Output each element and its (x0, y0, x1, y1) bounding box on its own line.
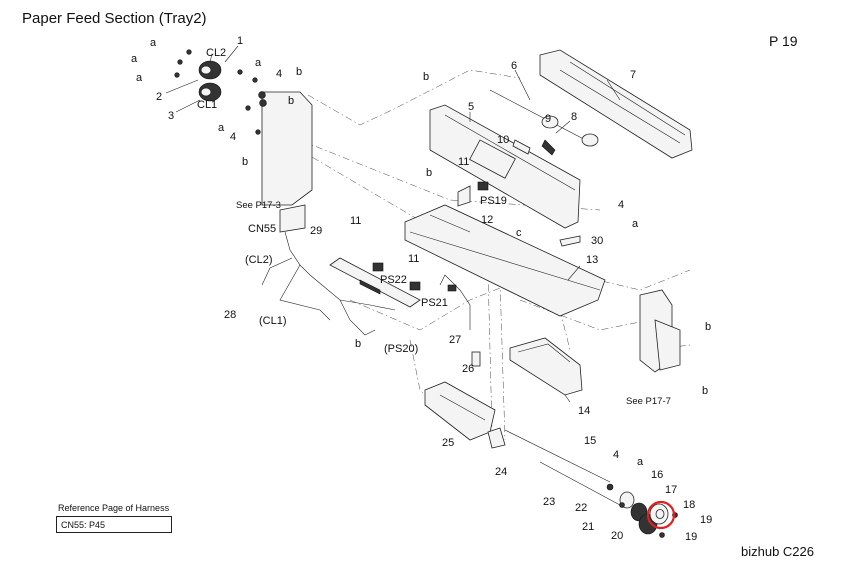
page-title: Paper Feed Section (Tray2) (22, 10, 207, 27)
callout-14: 14 (578, 405, 590, 417)
shaft-6 (489, 89, 599, 147)
callout-4: 4 (613, 449, 619, 461)
label-cl1: CL1 (197, 99, 217, 111)
callout-22: 22 (575, 502, 587, 514)
callout-19: 19 (700, 514, 712, 526)
callout-21: 21 (582, 521, 594, 533)
callout-25: 25 (442, 437, 454, 449)
guide-25 (424, 381, 496, 441)
callout-a: a (131, 53, 138, 65)
callout-2: 2 (156, 91, 162, 103)
callout-12: 12 (481, 214, 493, 226)
part-26 (471, 351, 481, 367)
label-see-p17-3: See P17-3 (236, 200, 281, 211)
callout-11: 11 (408, 253, 419, 265)
leader-lines (165, 45, 621, 403)
callout-b: b (296, 66, 302, 78)
sensor-board-29 (329, 257, 421, 308)
screws-left (174, 49, 267, 135)
callout-a: a (632, 218, 639, 230)
callout-29: 29 (310, 225, 322, 237)
callout-b: b (355, 338, 361, 350)
callout-11: 11 (458, 156, 469, 168)
actuator-parts (457, 139, 556, 207)
callout-b: b (242, 156, 248, 168)
callout-c: c (516, 227, 522, 239)
callout-a: a (136, 72, 143, 84)
callout-b: b (426, 167, 432, 179)
callout-28: 28 (224, 309, 236, 321)
label-ps20: (PS20) (384, 343, 418, 355)
callout-17: 17 (665, 484, 677, 496)
harness-reference-box: CN55: P45 (56, 516, 172, 533)
label-ps21: PS21 (421, 297, 448, 309)
clutch-cl1 (198, 82, 222, 102)
callout-5: 5 (468, 101, 474, 113)
label-see-p17-7: See P17-7 (626, 396, 671, 407)
highlight-circle (646, 500, 676, 530)
page-number: P 19 (769, 33, 798, 49)
callout-9: 9 (545, 113, 551, 125)
callout-19: 19 (685, 531, 697, 543)
callout-a: a (150, 37, 157, 49)
callout-18: 18 (683, 499, 695, 511)
callout-30: 30 (591, 235, 603, 247)
callout-b: b (705, 321, 711, 333)
callout-3: 3 (168, 110, 174, 122)
callout-1: 1 (237, 35, 243, 47)
right-frame-plate (639, 289, 681, 373)
roller-assembly (606, 483, 678, 538)
harness-reference-title: Reference Page of Harness (58, 503, 170, 513)
callout-7: 7 (630, 69, 636, 81)
part-30 (559, 235, 581, 247)
callout-labels: 1 2 3 4 4 4 4 5 6 7 8 9 10 11 11 11 12 1… (131, 35, 712, 543)
callout-b: b (423, 71, 429, 83)
bracket-24 (487, 427, 506, 449)
callout-b: b (288, 95, 294, 107)
left-frame-plate (261, 91, 313, 233)
model-name: bizhub C226 (741, 544, 814, 559)
callout-b: b (702, 385, 708, 397)
callout-a: a (637, 456, 644, 468)
label-cl2-paren: (CL2) (245, 254, 273, 266)
callout-4: 4 (276, 68, 282, 80)
shaft-15 (504, 429, 611, 483)
callout-15: 15 (584, 435, 596, 447)
label-cl1-paren: (CL1) (259, 315, 287, 327)
callout-26: 26 (462, 363, 474, 375)
callout-13: 13 (586, 254, 598, 266)
callout-a: a (255, 57, 262, 69)
callout-10: 10 (497, 134, 509, 146)
harness-28 (261, 231, 396, 336)
clutch-cl2 (198, 60, 222, 80)
label-ps22: PS22 (380, 274, 407, 286)
frame-5 (429, 104, 581, 229)
label-ps19: PS19 (480, 195, 507, 207)
callout-6: 6 (511, 60, 517, 72)
callout-4: 4 (618, 199, 624, 211)
callout-27: 27 (449, 334, 461, 346)
photo-sensors (372, 181, 489, 291)
callout-4: 4 (230, 131, 236, 143)
harness-27 (439, 274, 471, 330)
shaft-23 (539, 461, 621, 506)
callout-11: 11 (350, 215, 361, 227)
label-cn55: CN55 (248, 223, 276, 235)
callout-23: 23 (543, 496, 555, 508)
callout-24: 24 (495, 466, 507, 478)
callout-16: 16 (651, 469, 663, 481)
tray-14 (509, 337, 583, 396)
label-cl2: CL2 (206, 47, 226, 59)
plate-13 (404, 204, 606, 317)
guide-plate-7 (539, 49, 693, 159)
callout-20: 20 (611, 530, 623, 542)
callout-a: a (218, 122, 225, 134)
callout-8: 8 (571, 111, 577, 123)
